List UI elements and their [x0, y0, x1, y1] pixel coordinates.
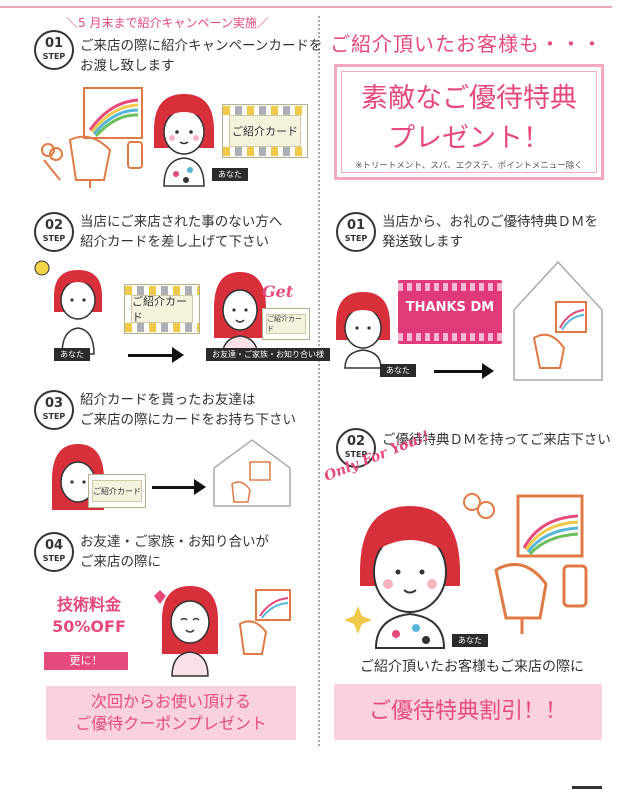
you-avatar	[154, 94, 214, 187]
final-salon-illustration	[344, 493, 588, 649]
arrow-right-2	[152, 479, 206, 495]
coupon-banner: 次回からお使い頂ける ご優待クーポンプレゼント	[46, 686, 296, 740]
salon-illustration	[41, 87, 143, 188]
column-divider	[318, 16, 320, 746]
you-label: あなた	[212, 168, 248, 181]
referral-card-3: ご紹介カード	[88, 474, 146, 508]
you-label-right: あなた	[380, 364, 416, 377]
campaign-note: ＼5 月末まで紹介キャンペーン実施／	[66, 16, 269, 30]
benefit-box: 素敵なご優待特典 プレゼント！ ※トリートメント、スパ、エクステ、ポイントメニュ…	[334, 64, 604, 180]
thanks-dm-card: THANKS DM	[398, 280, 502, 344]
top-rule	[0, 6, 612, 8]
corner-mark	[572, 786, 602, 789]
referral-card-2: ご紹介カード	[124, 284, 200, 334]
house-icon	[213, 439, 291, 507]
you-label-final: あなた	[452, 634, 488, 647]
you-with-idea	[34, 260, 102, 355]
benefit-note: ※トリートメント、スパ、エクステ、ポイントメニュー除く	[355, 161, 583, 171]
discount-text: 技術料金 50%OFF	[52, 595, 126, 636]
right-step-01-text: 当店から、お礼のご優待特典ＤＭを 発送致します	[382, 214, 598, 250]
friends-label: お友達・ご家族・お知り合い様	[206, 348, 330, 361]
happy-friend-illustration	[154, 586, 291, 677]
you-label-2: あなた	[54, 348, 90, 361]
friend-avatar	[214, 272, 266, 359]
arrow-right	[128, 347, 184, 363]
benefit-title: 素敵なご優待特典 プレゼント！	[361, 83, 577, 154]
small-card: ご紹介カード	[262, 308, 310, 340]
referral-card: ご紹介カード	[222, 104, 308, 158]
step-01-text: ご来店の際に紹介キャンペーンカードを お渡し致します	[80, 38, 323, 74]
step-03-text: 紹介カードを貰ったお友達は ご来店の際にカードをお持ち下さい	[80, 392, 296, 428]
more-badge: 更に！	[44, 652, 128, 670]
get-text: Get	[262, 282, 294, 301]
final-caption: ご紹介頂いたお客様もご来店の際に	[360, 659, 584, 675]
step-02-text: 当店にご来店された事のない方へ 紹介カードを差し上げて下さい	[80, 214, 283, 250]
arrow-right-3	[434, 363, 494, 379]
salon-house-icon	[513, 260, 603, 381]
you-avatar-right	[336, 292, 390, 369]
right-step-02-text: ご優待特典ＤＭを持ってご来店下さい	[382, 432, 611, 448]
right-header: ご紹介頂いたお客様も・・・	[330, 32, 603, 56]
final-banner: ご優待特典割引！！	[334, 684, 602, 740]
step-04-text: お友達・ご家族・お知り合いが ご来店の際に	[80, 534, 269, 570]
